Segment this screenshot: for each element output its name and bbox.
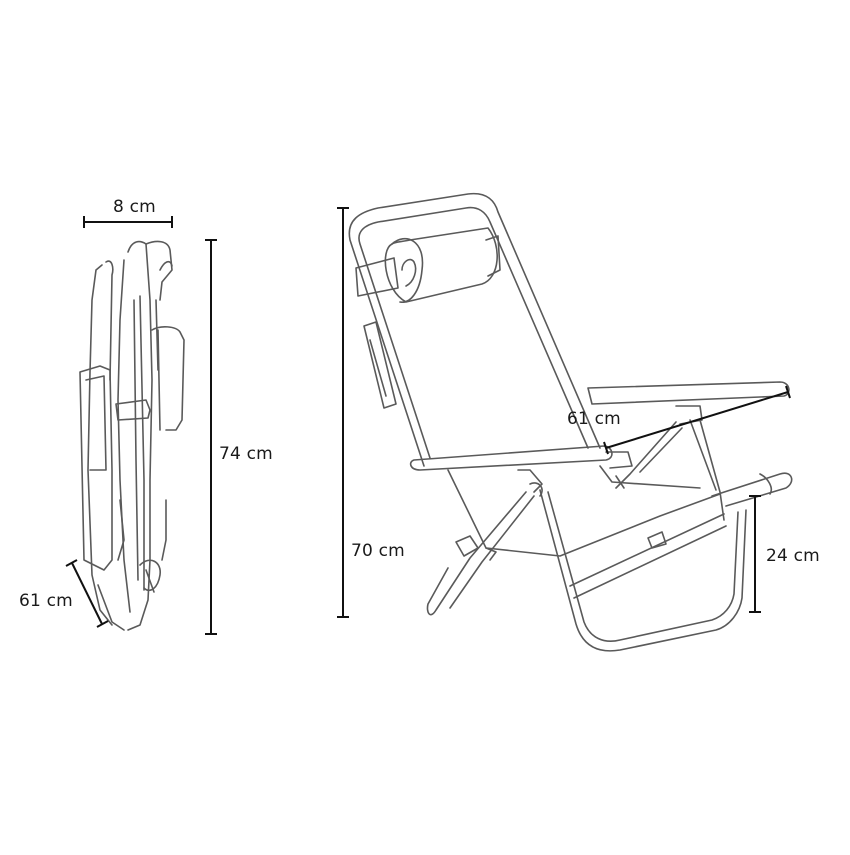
armrest-height-label: 24 cm [766,546,820,566]
folded-depth-dimension [65,559,109,628]
open-height-label: 70 cm [351,541,405,561]
folded-chair-drawing [79,240,185,631]
folded-width-label: 8 cm [113,197,156,217]
open-chair-drawing [348,192,793,652]
folded-height-dimension [205,239,217,635]
folded-width-dimension [83,216,173,228]
folded-depth-label: 61 cm [19,591,73,611]
folded-height-label: 74 cm [219,444,273,464]
open-height-dimension [337,207,349,618]
open-width-dimension [603,385,791,455]
open-width-label: 61 cm [567,409,621,429]
armrest-height-dimension [749,495,761,613]
